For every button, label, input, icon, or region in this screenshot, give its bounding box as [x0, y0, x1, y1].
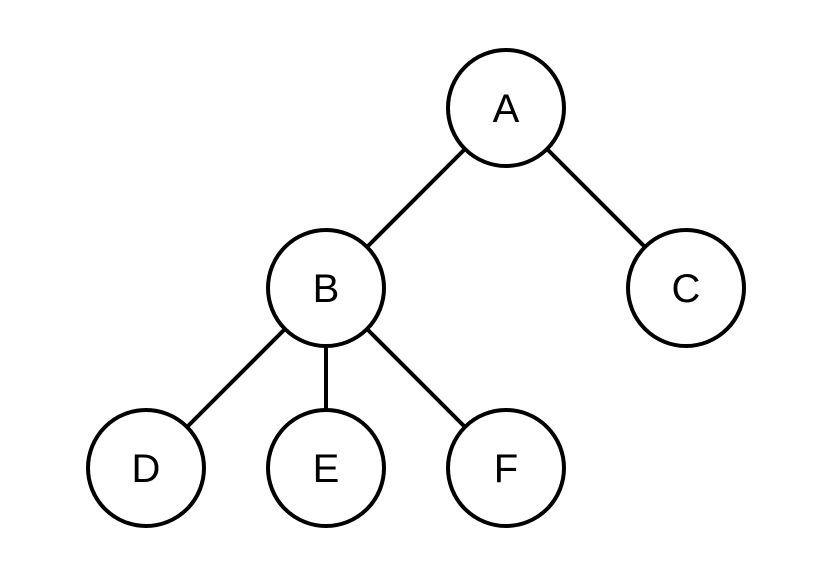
node-B-label: B: [313, 267, 340, 311]
node-A-circle: [446, 48, 566, 168]
node-B: B: [266, 228, 386, 348]
node-D: D: [86, 408, 206, 528]
edge-B-F: [365, 327, 467, 429]
edge-B-D: [185, 327, 287, 429]
node-C-label: C: [672, 267, 701, 311]
node-F-circle: [446, 408, 566, 528]
node-E: E: [266, 408, 386, 528]
edge-A-C: [545, 147, 647, 249]
node-A: A: [446, 48, 566, 168]
nodes-layer: A B C D E F: [86, 48, 746, 528]
node-C: C: [626, 228, 746, 348]
node-E-circle: [266, 408, 386, 528]
node-F-label: F: [494, 447, 518, 491]
node-F: F: [446, 408, 566, 528]
edges-layer: [185, 147, 647, 429]
node-D-label: D: [132, 447, 161, 491]
node-C-circle: [626, 228, 746, 348]
node-D-circle: [86, 408, 206, 528]
edge-A-B: [365, 147, 467, 249]
node-B-circle: [266, 228, 386, 348]
node-E-label: E: [313, 447, 340, 491]
node-A-label: A: [493, 87, 520, 131]
